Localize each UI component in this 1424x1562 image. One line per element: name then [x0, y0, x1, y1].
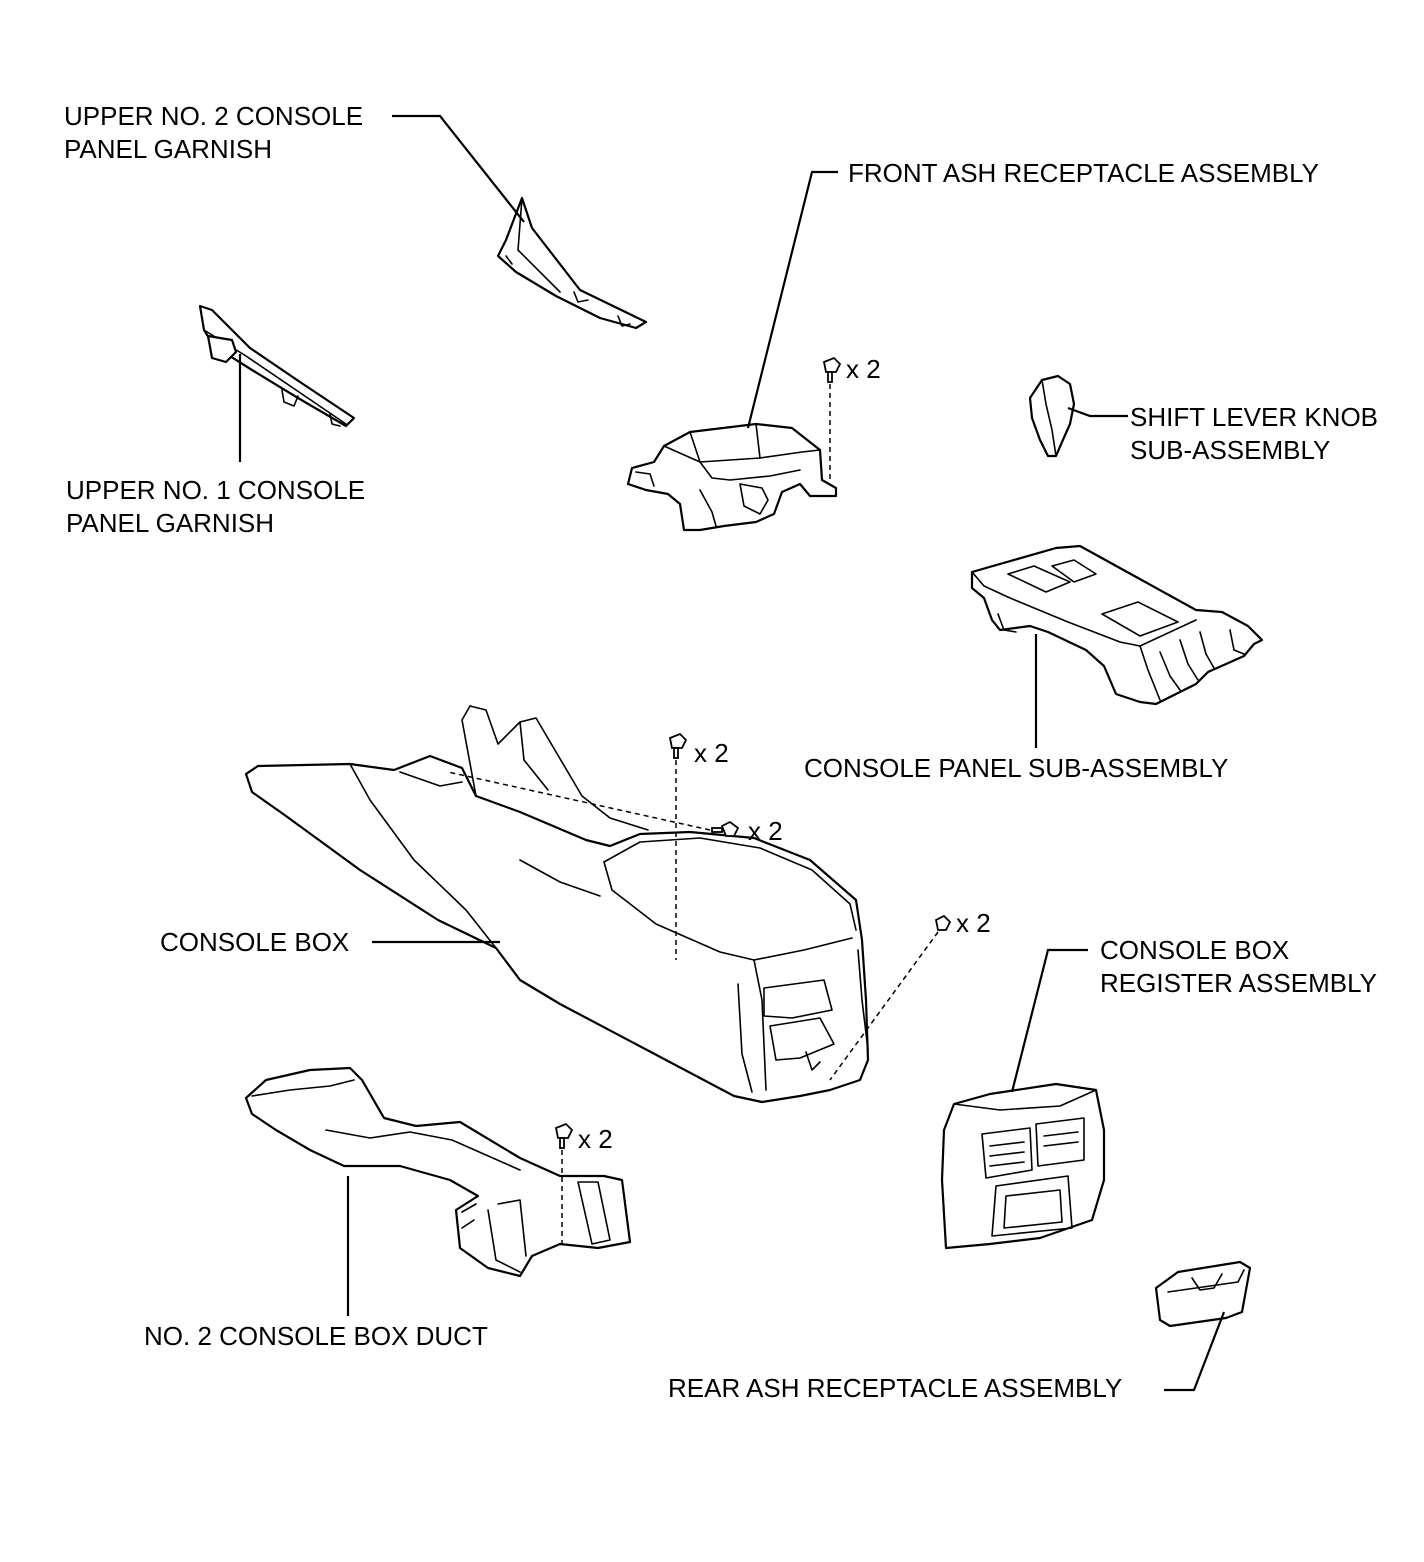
- upper-no2-console-panel-garnish: [496, 196, 648, 330]
- label-shift-lever-knob-sub-assembly: SHIFT LEVER KNOB SUB-ASSEMBLY: [1130, 402, 1379, 465]
- qty-box-mid-screws: x 2: [748, 816, 783, 846]
- label-rear-ash-receptacle-assembly: REAR ASH RECEPTACLE ASSEMBLY: [668, 1373, 1123, 1403]
- label-upper-no2-console-panel-garnish: UPPER NO. 2 CONSOLE PANEL GARNISH: [64, 101, 364, 164]
- label-front-ash-receptacle-assembly: FRONT ASH RECEPTACLE ASSEMBLY: [848, 158, 1320, 188]
- console-panel-sub-assembly: [970, 544, 1264, 706]
- label-upper-no1-console-panel-garnish: UPPER NO. 1 CONSOLE PANEL GARNISH: [66, 475, 366, 538]
- console-box-register-assembly: [940, 1082, 1106, 1250]
- qty-box-top-screws: x 2: [694, 738, 729, 768]
- label-console-box-register-assembly: CONSOLE BOX REGISTER ASSEMBLY: [1100, 935, 1377, 998]
- label-console-panel-sub-assembly: CONSOLE PANEL SUB-ASSEMBLY: [804, 753, 1229, 783]
- no2-console-box-duct: [244, 1066, 632, 1278]
- rear-ash-receptacle-assembly: [1154, 1260, 1252, 1328]
- leader-lines: [238, 114, 1226, 1392]
- console-box: [244, 705, 870, 1104]
- label-no2-console-box-duct: NO. 2 CONSOLE BOX DUCT: [144, 1321, 488, 1351]
- duct-screw: [554, 1122, 574, 1248]
- front-ash-screw: [822, 356, 842, 480]
- console-box-screws: [447, 732, 952, 1081]
- qty-front-ash-screws: x 2: [846, 354, 881, 384]
- qty-duct-screws: x 2: [578, 1124, 613, 1154]
- shift-lever-knob-sub-assembly: [1028, 374, 1076, 458]
- label-console-box: CONSOLE BOX: [160, 927, 350, 957]
- front-ash-receptacle-assembly: [626, 422, 838, 532]
- qty-box-rear-screws: x 2: [956, 908, 991, 938]
- upper-no1-console-panel-garnish: [198, 304, 356, 428]
